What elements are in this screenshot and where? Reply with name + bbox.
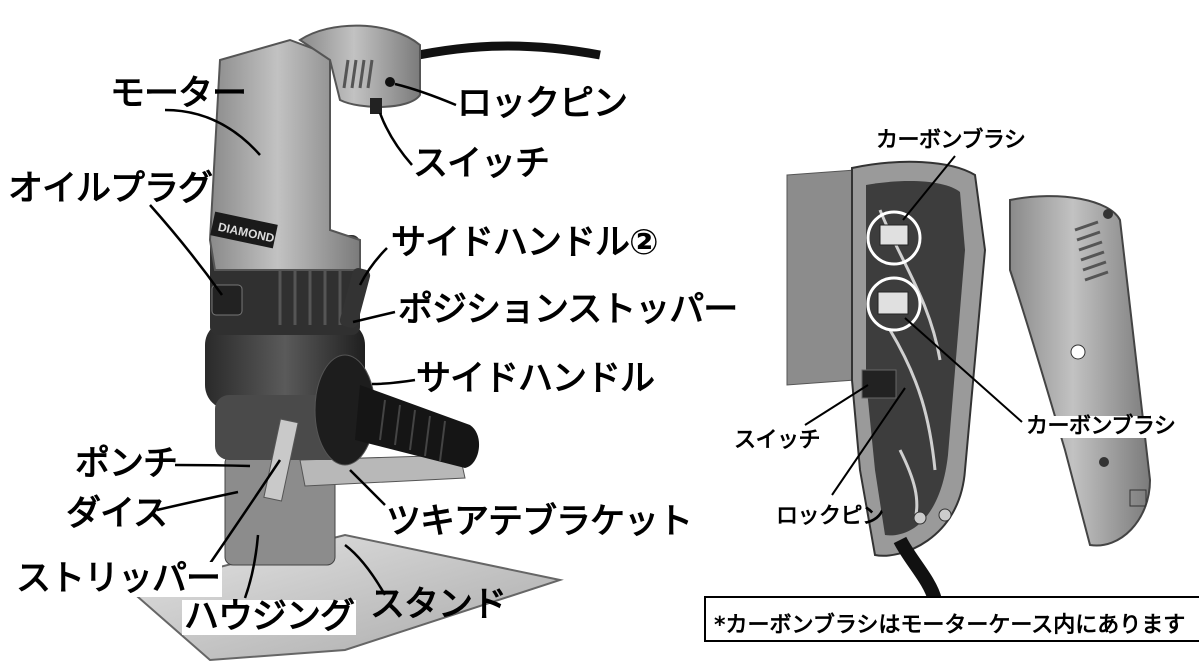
oil-plug: [211, 284, 243, 316]
motor-housing: [208, 38, 361, 271]
label-side-handle: サイドハンドル: [416, 359, 655, 399]
label-motor: モーター: [110, 74, 247, 114]
label-stand: スタンド: [370, 585, 507, 625]
brand-plate: [210, 211, 278, 249]
label-carbon-brush-top: カーボンブラシ: [876, 128, 1026, 153]
grip-cover: [1009, 195, 1152, 547]
vent-slots: [342, 59, 374, 89]
right-leader-lines: [804, 155, 1023, 496]
case-interior: [866, 180, 965, 536]
terminal-screw: [913, 511, 927, 525]
cover-hole: [1070, 344, 1086, 360]
label-lock-pin: ロックピン: [457, 84, 628, 124]
cover-screw: [1103, 209, 1113, 219]
switch-trigger: [370, 98, 382, 114]
label-position-stopper: ポジションストッパー: [398, 290, 738, 330]
terminal-screw: [938, 508, 952, 522]
note-box: *カーボンブラシはモーターケース内にあります: [704, 596, 1199, 642]
lock-pin-dot: [385, 77, 395, 87]
case-cable: [893, 536, 942, 603]
label-oil-plug: オイルプラグ: [8, 169, 213, 209]
cover-vents: [1074, 220, 1109, 282]
grip-ribs: [379, 399, 446, 462]
side-handle-grip: [355, 385, 480, 468]
power-cord: [393, 41, 601, 65]
note-text: *カーボンブラシはモーターケース内にあります: [714, 613, 1186, 638]
brush-circle-top: [866, 210, 922, 266]
label-lock-pin-right: ロックピン: [776, 504, 884, 529]
brush-holder-top: [879, 224, 909, 246]
brush-holder-bottom: [877, 291, 909, 315]
label-switch: スイッチ: [413, 144, 550, 184]
switch-block: [861, 369, 897, 399]
label-carbon-brush-right: カーボンブラシ: [1024, 414, 1178, 439]
motor-case-photo: [786, 155, 1152, 603]
side-handle-2: [339, 268, 371, 328]
label-switch-right: スイッチ: [734, 428, 821, 453]
label-side-handle-2: サイドハンドル②: [391, 223, 659, 263]
label-punch: ポンチ: [75, 444, 178, 484]
label-stripper: ストリッパー: [14, 559, 223, 599]
cover-screw: [1099, 457, 1109, 467]
label-push-bracket: ツキアテブラケット: [386, 502, 693, 542]
cover-mark: [1129, 489, 1147, 507]
label-dies: ダイス: [66, 494, 168, 534]
brush-circle-bottom: [866, 276, 922, 332]
label-housing: ハウジング: [182, 597, 357, 637]
stripper-arm: [263, 418, 299, 502]
motor-body-stub: [786, 169, 856, 386]
